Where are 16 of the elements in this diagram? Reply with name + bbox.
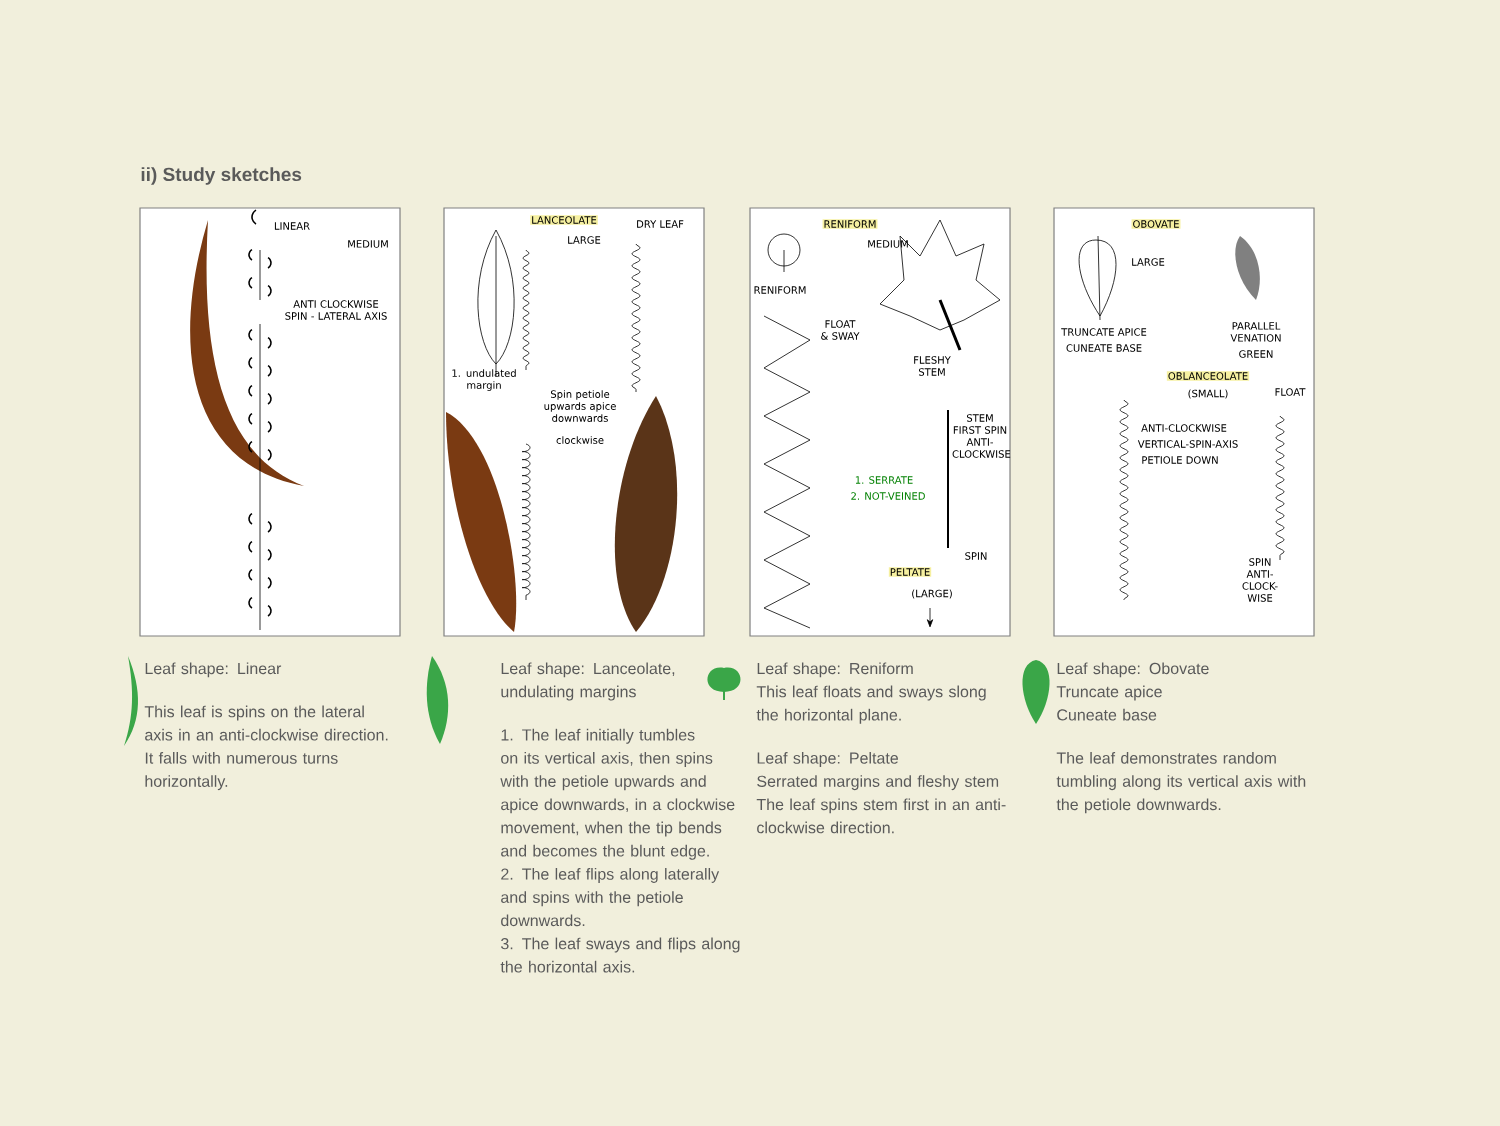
- caption-text: 3. The leaf sways and flips along the horizontal axis.: [500, 937, 740, 973]
- caption-text: 2. The leaf flips along laterally and spins with the petiole downwards.: [501, 868, 720, 927]
- caption-text: Leaf shape: Obovate: [1057, 662, 1209, 678]
- heading: ii) Study sketches: [141, 167, 302, 185]
- caption-text: This leaf is spins on the lateral axis in an anti-clockwise direction. It falls with numerous turns horizontally.: [144, 705, 388, 791]
- caption-text: The leaf spins stem first in an anti-clockwise direction.: [756, 798, 1006, 834]
- caption-text: This leaf floats and sways slong the horizontal plane.: [756, 685, 986, 724]
- caption-text: The leaf demonstrates random tumbling along its vertical axis with the petiole downwards.: [1056, 752, 1306, 814]
- caption-text: Truncate apice: [1056, 685, 1162, 701]
- caption-text: Leaf shape: Peltate: [757, 752, 898, 767]
- caption-text: Cuneate base: [1057, 708, 1157, 721]
- caption-text: Leaf shape: Reniform: [757, 662, 913, 678]
- caption-text: Leaf shape: Linear: [145, 662, 282, 678]
- caption-text: Serrated margins and fleshy stem: [757, 775, 999, 791]
- caption-text: 1. The leaf initially tumbles on its vertical axis, then spins with the petiole upwards and apice downwards, in a clockwise movement, when the tip bends and becomes the blunt edge.: [500, 728, 735, 860]
- caption-text: Leaf shape: Lanceolate, undulating margins: [501, 662, 675, 701]
